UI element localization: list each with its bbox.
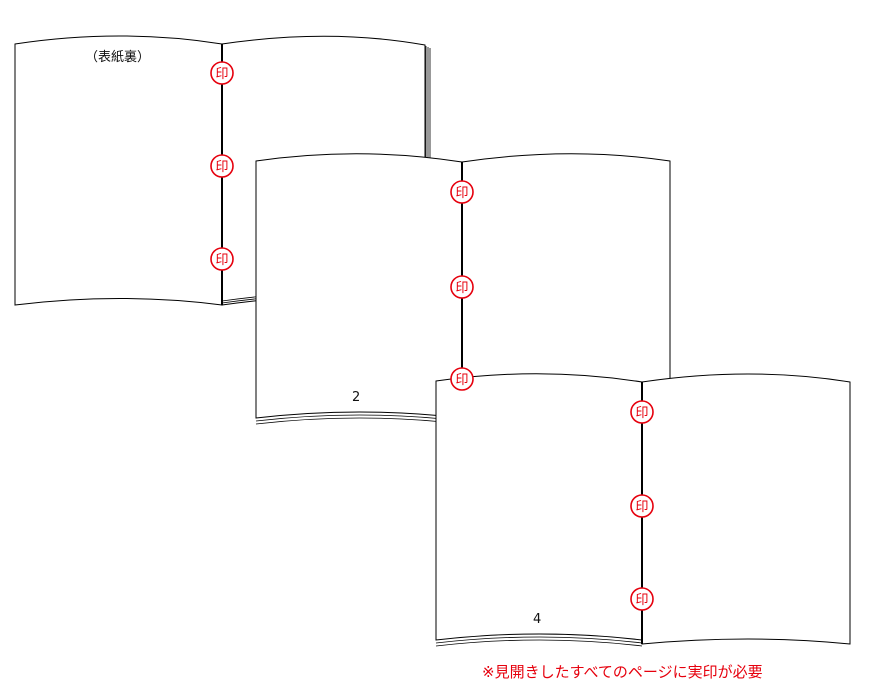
svg-text:印: 印 (635, 500, 648, 515)
seal-stamp-icon: 印 (210, 247, 234, 271)
seal-stamp-icon: 印 (630, 400, 654, 424)
svg-text:印: 印 (455, 281, 468, 296)
seal-stamp-icon: 印 (450, 367, 474, 391)
seal-stamp-icon: 印 (630, 494, 654, 518)
svg-text:印: 印 (455, 373, 468, 388)
left-page (255, 153, 463, 419)
svg-text:印: 印 (635, 406, 648, 421)
seal-stamp-icon: 印 (450, 180, 474, 204)
left-page (435, 373, 643, 641)
svg-text:印: 印 (215, 253, 228, 268)
right-page (641, 373, 851, 645)
page-number-4: 4 (533, 612, 542, 627)
book-spread-2 (255, 153, 671, 425)
svg-text:印: 印 (455, 186, 468, 201)
seal-stamp-icon: 印 (210, 61, 234, 85)
svg-text:印: 印 (215, 160, 228, 175)
cover-back-label: （表紙裏） (85, 50, 151, 65)
seal-stamp-icon: 印 (450, 275, 474, 299)
left-page (14, 35, 223, 306)
seal-stamp-icon: 印 (210, 154, 234, 178)
page-bottom-edges (435, 636, 643, 647)
svg-text:印: 印 (215, 67, 228, 82)
book-spread-4 (435, 373, 851, 647)
seal-stamp-icon: 印 (630, 587, 654, 611)
requirement-note: ※見開きしたすべてのページに実印が必要 (482, 663, 763, 681)
svg-text:印: 印 (635, 593, 648, 608)
page-number-2: 2 (352, 390, 361, 405)
